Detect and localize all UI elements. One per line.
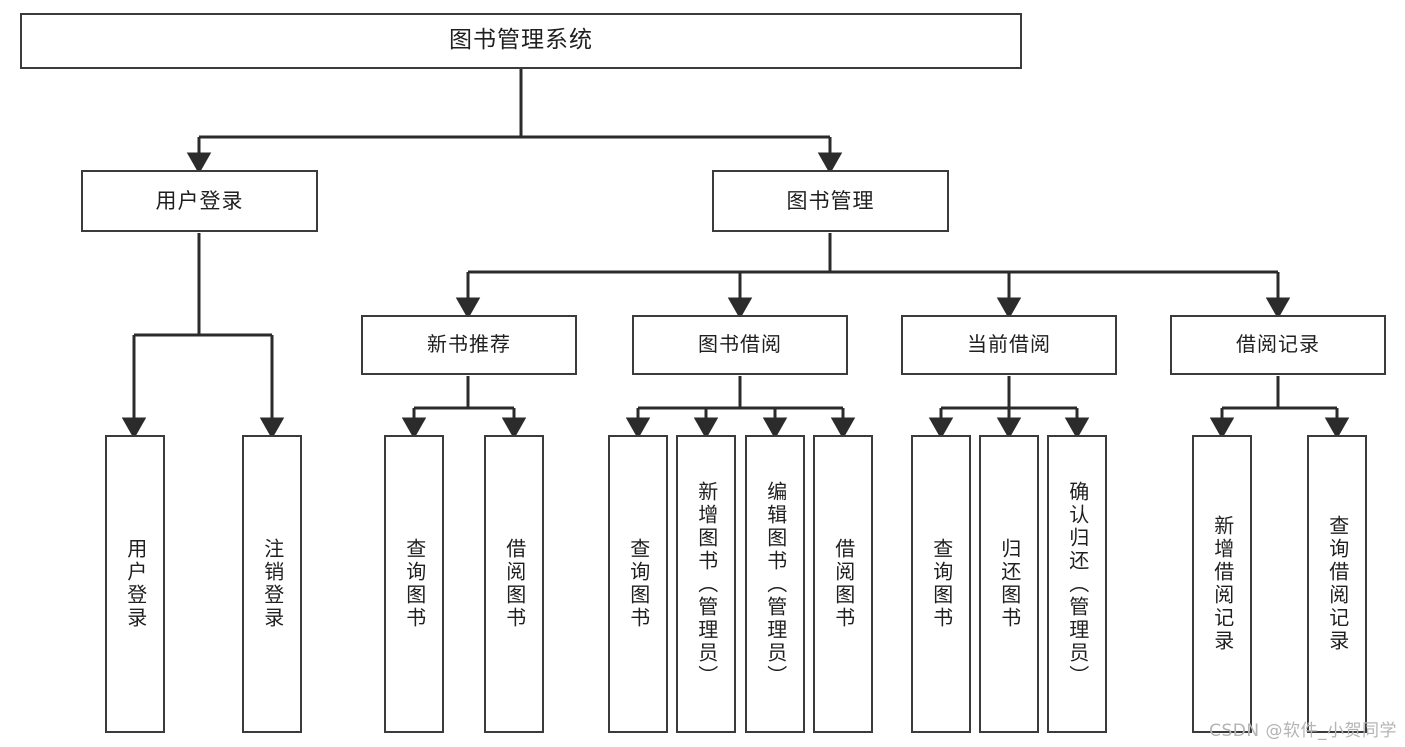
node-new-book-recommend-label: 新书推荐: [427, 332, 511, 357]
node-new-book-recommend[interactable]: 新书推荐: [361, 315, 577, 375]
leaf-label: 编辑图书（管理员）: [763, 480, 788, 688]
leaf-borrow-record-query[interactable]: 查询借阅记录: [1307, 435, 1367, 733]
leaf-label: 新增借阅记录: [1210, 515, 1235, 653]
leaf-user-login-login[interactable]: 用户登录: [105, 435, 165, 733]
node-current-borrow[interactable]: 当前借阅: [901, 315, 1117, 375]
leaf-book-borrow-add[interactable]: 新增图书（管理员）: [676, 435, 736, 733]
leaf-label: 归还图书: [997, 538, 1022, 630]
leaf-new-book-borrow[interactable]: 借阅图书: [484, 435, 544, 733]
node-borrow-record[interactable]: 借阅记录: [1170, 315, 1386, 375]
leaf-label: 用户登录: [123, 538, 148, 630]
leaf-current-borrow-query[interactable]: 查询图书: [911, 435, 971, 733]
node-current-borrow-label: 当前借阅: [967, 332, 1051, 357]
leaf-book-borrow-query[interactable]: 查询图书: [608, 435, 668, 733]
leaf-label: 借阅图书: [831, 538, 856, 630]
node-root-label: 图书管理系统: [449, 27, 593, 54]
leaf-label: 查询图书: [626, 538, 651, 630]
node-user-login[interactable]: 用户登录: [81, 170, 318, 232]
leaf-label: 查询借阅记录: [1325, 515, 1350, 653]
leaf-user-login-logout[interactable]: 注销登录: [242, 435, 302, 733]
node-book-borrow-label: 图书借阅: [698, 332, 782, 357]
leaf-label: 借阅图书: [502, 538, 527, 630]
node-book-management-label: 图书管理: [786, 188, 875, 213]
node-book-borrow[interactable]: 图书借阅: [632, 315, 848, 375]
node-book-management[interactable]: 图书管理: [712, 170, 949, 232]
leaf-label: 新增图书（管理员）: [694, 480, 719, 688]
leaf-label: 注销登录: [260, 538, 285, 630]
leaf-current-borrow-return[interactable]: 归还图书: [979, 435, 1039, 733]
watermark: CSDN @软件_小贺同学: [1209, 721, 1397, 741]
leaf-label: 查询图书: [402, 538, 427, 630]
leaf-label: 确认归还（管理员）: [1065, 480, 1090, 688]
leaf-label: 查询图书: [929, 538, 954, 630]
leaf-book-borrow-borrow[interactable]: 借阅图书: [813, 435, 873, 733]
leaf-current-borrow-confirm[interactable]: 确认归还（管理员）: [1047, 435, 1107, 733]
node-user-login-label: 用户登录: [155, 188, 244, 213]
node-borrow-record-label: 借阅记录: [1236, 332, 1320, 357]
leaf-book-borrow-edit[interactable]: 编辑图书（管理员）: [745, 435, 805, 733]
node-root[interactable]: 图书管理系统: [20, 13, 1022, 69]
leaf-new-book-query[interactable]: 查询图书: [384, 435, 444, 733]
leaf-borrow-record-add[interactable]: 新增借阅记录: [1192, 435, 1252, 733]
